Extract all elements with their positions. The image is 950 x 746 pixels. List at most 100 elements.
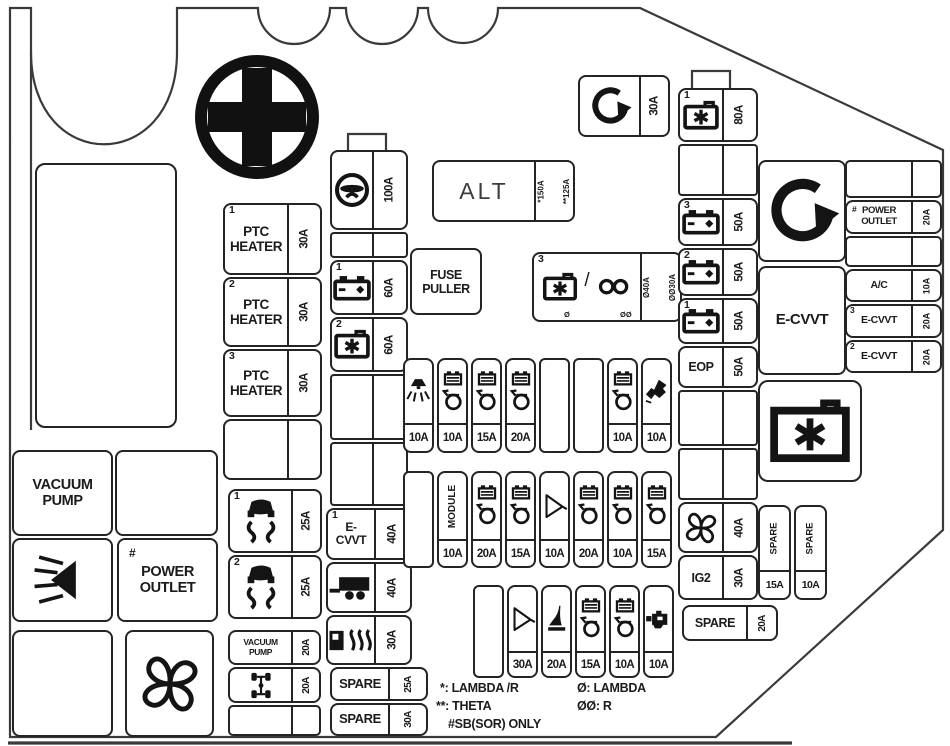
fuse-amp: 10A xyxy=(646,432,667,444)
fuse-cooling-fan: 40A xyxy=(678,502,758,553)
fuse-amp: 10A xyxy=(648,658,669,671)
fuse-cell: 10A xyxy=(437,358,468,453)
empty-slot xyxy=(539,358,570,453)
fuse-esc-2: 2 25A xyxy=(228,555,322,619)
relay-ecvvt: E-CVVT xyxy=(758,266,846,375)
fuse-label: A/C xyxy=(870,278,888,291)
fuse-cell: 15A xyxy=(575,585,606,678)
fuse-puller-label: FUSE PULLER xyxy=(422,267,470,296)
fuse-amp: 30A xyxy=(402,711,414,728)
steering-wheel-icon xyxy=(332,170,372,210)
empty-slot xyxy=(330,232,408,258)
hand-icon xyxy=(643,378,670,405)
battery-icon xyxy=(681,307,721,335)
fuse-amp-lambda: Ø40A xyxy=(641,276,651,298)
fuse-amp: 10A xyxy=(442,547,463,560)
fuse-number: 1 xyxy=(684,89,690,101)
empty-relay-slot xyxy=(115,450,218,536)
fuse-spare-1: SPARE 25A xyxy=(330,667,428,701)
trailer-icon xyxy=(328,571,374,604)
fuse-amp: 10A xyxy=(801,579,820,591)
relay-cooling-fan xyxy=(125,630,214,737)
fuse-number: 2 xyxy=(850,341,855,351)
esc-car-icon xyxy=(240,498,282,544)
fuse-ptc-heater-2: 2 PTC HEATER 30A xyxy=(223,277,322,347)
fan-icon xyxy=(680,506,722,550)
fuse-spare-4: SPARE 15A xyxy=(758,505,791,600)
fuse-amp: 20A xyxy=(921,208,932,226)
fuse-label: POWER OUTLET xyxy=(861,205,897,227)
fuse-amp: 10A xyxy=(544,547,565,560)
legend-r: ØØ: R xyxy=(577,699,612,713)
fuse-fuel-filter-heater: 30A xyxy=(326,615,412,665)
fuse-number: 1 xyxy=(229,204,235,216)
empty-slot xyxy=(678,144,758,196)
fuse-amp-r: ØØ30A xyxy=(667,273,677,301)
fuse-puller: FUSE PULLER xyxy=(410,248,482,315)
fuse-spare-5: SPARE 10A xyxy=(794,505,827,600)
battery-box xyxy=(758,380,862,482)
fuse-cell: 15A xyxy=(471,358,502,453)
relay-label: POWER OUTLET xyxy=(139,563,196,596)
fuse-battery-1: 1 60A xyxy=(330,260,408,315)
relay-vacuum-pump: VACUUM PUMP xyxy=(12,450,113,536)
fuse-label: E-CVVT xyxy=(335,519,367,547)
fuse-battery-glow: 3 / Ø ØØ Ø40A ØØ30A xyxy=(532,252,682,322)
injector-icon xyxy=(440,369,466,415)
battery-star-icon xyxy=(682,100,720,131)
legend-lambda-r: *: LAMBDA /R xyxy=(440,681,519,695)
fuse-cell: 15A xyxy=(641,471,672,568)
fuse-amp: 10A xyxy=(442,432,463,444)
fuse-amp: 25A xyxy=(300,577,313,597)
empty-slot xyxy=(845,160,942,198)
fuse-trailer: 40A xyxy=(326,562,412,613)
legend-lambda: Ø: LAMBDA xyxy=(577,681,646,695)
fuse-amp: 30A xyxy=(298,229,311,249)
horn-icon xyxy=(545,603,569,635)
relay-power-outlet: # POWER OUTLET xyxy=(117,538,218,622)
fuse-amp: 50A xyxy=(733,311,746,331)
fuse-label: EOP xyxy=(688,360,714,374)
fuse-amp: 15A xyxy=(510,547,531,560)
relay-label: VACUUM PUMP xyxy=(32,476,93,509)
fuse-amp: 30A xyxy=(512,658,533,671)
fuse-label: SPARE xyxy=(769,522,780,555)
relay-label: E-CVVT xyxy=(775,311,829,329)
fuse-label: E-CVVT xyxy=(860,314,898,327)
empty-slot xyxy=(228,705,321,736)
fuse-battery-1: 1 50A xyxy=(678,298,758,344)
fuse-label: SPARE xyxy=(805,522,816,555)
fuse-amp: 10A xyxy=(921,277,932,294)
empty-slot xyxy=(473,585,504,678)
fuse-amp: 80A xyxy=(733,105,746,125)
fuse-cell: 20A xyxy=(541,585,572,678)
injector-icon xyxy=(610,369,636,415)
fuse-amp: 50A xyxy=(733,357,746,377)
fuse-number: 3 xyxy=(229,350,235,362)
fuse-amp-theta: **125A xyxy=(562,178,572,204)
injector-icon xyxy=(474,483,500,529)
battery-icon xyxy=(681,258,721,286)
fuse-ptc-heater-1: 1 PTC HEATER 30A xyxy=(223,203,322,275)
fuse-label: PTC HEATER xyxy=(229,296,283,327)
fuse-battery-2: 2 60A xyxy=(330,317,408,372)
injector-icon xyxy=(578,596,604,642)
fuse-4wd: 20A xyxy=(228,667,321,703)
fuse-cell: 10A xyxy=(609,585,640,678)
fuse-battery-star-80: 1 80A xyxy=(678,88,758,142)
fuse-alt: ALT *150A **125A xyxy=(432,160,575,222)
fuel-heater-icon xyxy=(328,625,374,656)
injector-icon xyxy=(508,483,534,529)
fuse-label: SPARE xyxy=(694,616,736,630)
fuse-cell: 20A xyxy=(573,471,604,568)
fuse-amp: 30A xyxy=(648,96,661,116)
fuse-number: 2 xyxy=(229,278,235,290)
fuse-amp: 40A xyxy=(386,524,399,544)
hash-mark: # xyxy=(129,546,136,560)
fuse-ecvvt-2: 2 E-CVVT 20A xyxy=(845,340,942,373)
empty-slot xyxy=(403,471,434,568)
fuse-amp: 20A xyxy=(510,432,531,444)
empty-slot xyxy=(330,374,408,440)
fuse-amp-lambda: *150A xyxy=(536,179,546,203)
